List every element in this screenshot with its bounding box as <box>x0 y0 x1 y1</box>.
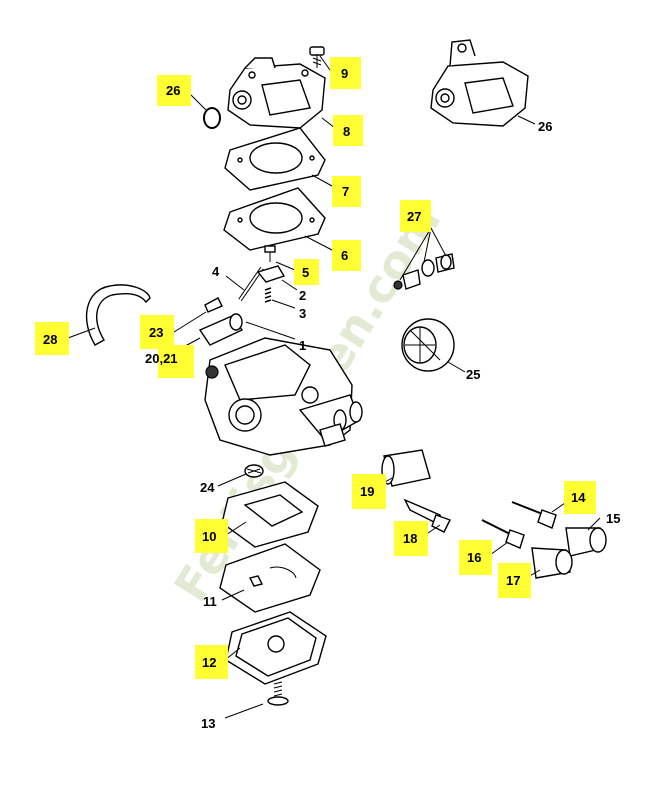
part-25-o-ring <box>203 107 221 129</box>
callout-27: 27 <box>400 200 431 232</box>
callout-label: 26 <box>166 83 180 98</box>
callout-28: 28 <box>35 322 69 355</box>
callout-5: 5 <box>294 259 319 285</box>
callout-label: 17 <box>506 573 520 588</box>
callout-12: 12 <box>195 645 228 679</box>
part-17-cap <box>531 547 573 579</box>
callout-9: 9 <box>330 57 361 89</box>
callout-3: 3 <box>299 306 306 321</box>
callout-label: 16 <box>467 550 481 565</box>
part-16-needle <box>481 519 525 549</box>
part-6-diaphragm <box>223 187 326 251</box>
callout-17: 17 <box>498 563 531 598</box>
callout-label: 27 <box>407 209 421 224</box>
callout-15: 15 <box>606 511 620 526</box>
callout-16: 16 <box>459 540 492 575</box>
callout-7: 7 <box>332 176 361 207</box>
part-8-pump-cover <box>227 57 326 129</box>
part-23-screen <box>244 464 264 478</box>
part-28-fuel-hose <box>85 284 151 346</box>
callout-20-21: 20,21 <box>145 345 194 378</box>
part-24-strainer <box>401 318 455 372</box>
callout-11: 11 <box>203 594 217 609</box>
callout-label: 25 <box>466 367 480 382</box>
callout-label: 10 <box>202 529 216 544</box>
callout-label: 14 <box>571 490 586 505</box>
part-2-lever <box>256 265 286 283</box>
part-19-sleeve <box>381 449 431 487</box>
part-1-carburetor-body <box>204 337 363 456</box>
part-12-bottom-cover <box>225 611 327 685</box>
callout-label: 11 <box>203 594 217 609</box>
callout-13: 13 <box>201 716 215 731</box>
callout-label: 8 <box>343 124 350 139</box>
callout-2: 2 <box>299 288 306 303</box>
part-20-21-fitting <box>198 313 244 346</box>
callout-label: 3 <box>299 306 306 321</box>
part-10-gasket <box>221 481 319 548</box>
part-14-needle <box>511 501 557 529</box>
callout-6: 6 <box>332 240 361 271</box>
callout-25: 26 <box>157 75 191 106</box>
callout-label: 26 <box>538 119 552 134</box>
callout-label: 28 <box>43 332 57 347</box>
leader-lines <box>67 55 601 719</box>
callout-label: 7 <box>342 184 349 199</box>
callout-label: 4 <box>212 264 220 279</box>
callout-label: 24 <box>200 480 215 495</box>
callout-23: 24 <box>200 480 215 495</box>
callout-26: 26 <box>538 119 552 134</box>
part-7-gasket <box>224 127 326 191</box>
callout-label: 13 <box>201 716 215 731</box>
callout-10: 10 <box>195 519 228 553</box>
part-27-spring-set <box>393 253 455 290</box>
callout-label: 23 <box>149 325 163 340</box>
callout-label: 12 <box>202 655 216 670</box>
callout-label: 19 <box>360 484 374 499</box>
callout-19: 19 <box>352 474 386 509</box>
callout-label: 1 <box>299 338 306 353</box>
callout-label: 20,21 <box>145 351 178 366</box>
part-3-spring <box>264 287 272 303</box>
callout-18: 18 <box>394 521 428 556</box>
callout-label: 2 <box>299 288 306 303</box>
callout-4: 4 <box>212 264 220 279</box>
callout-label: 15 <box>606 511 620 526</box>
part-9-screw <box>309 46 325 68</box>
part-26-pump-cover-alt <box>430 39 529 127</box>
callout-label: 6 <box>341 248 348 263</box>
callout-22: 23 <box>140 315 174 349</box>
part-5-screw <box>264 245 276 262</box>
callout-14: 14 <box>564 481 596 514</box>
part-22-nipple <box>204 297 223 313</box>
part-11-diaphragm <box>219 543 321 613</box>
callout-1: 1 <box>299 338 306 353</box>
part-13-screw <box>267 681 289 706</box>
callout-label: 5 <box>302 265 309 280</box>
callout-8: 8 <box>333 115 363 146</box>
callout-label: 9 <box>341 66 348 81</box>
part-15-cap <box>565 527 607 557</box>
callout-label: 18 <box>403 531 417 546</box>
callout-24: 25 <box>466 367 480 382</box>
